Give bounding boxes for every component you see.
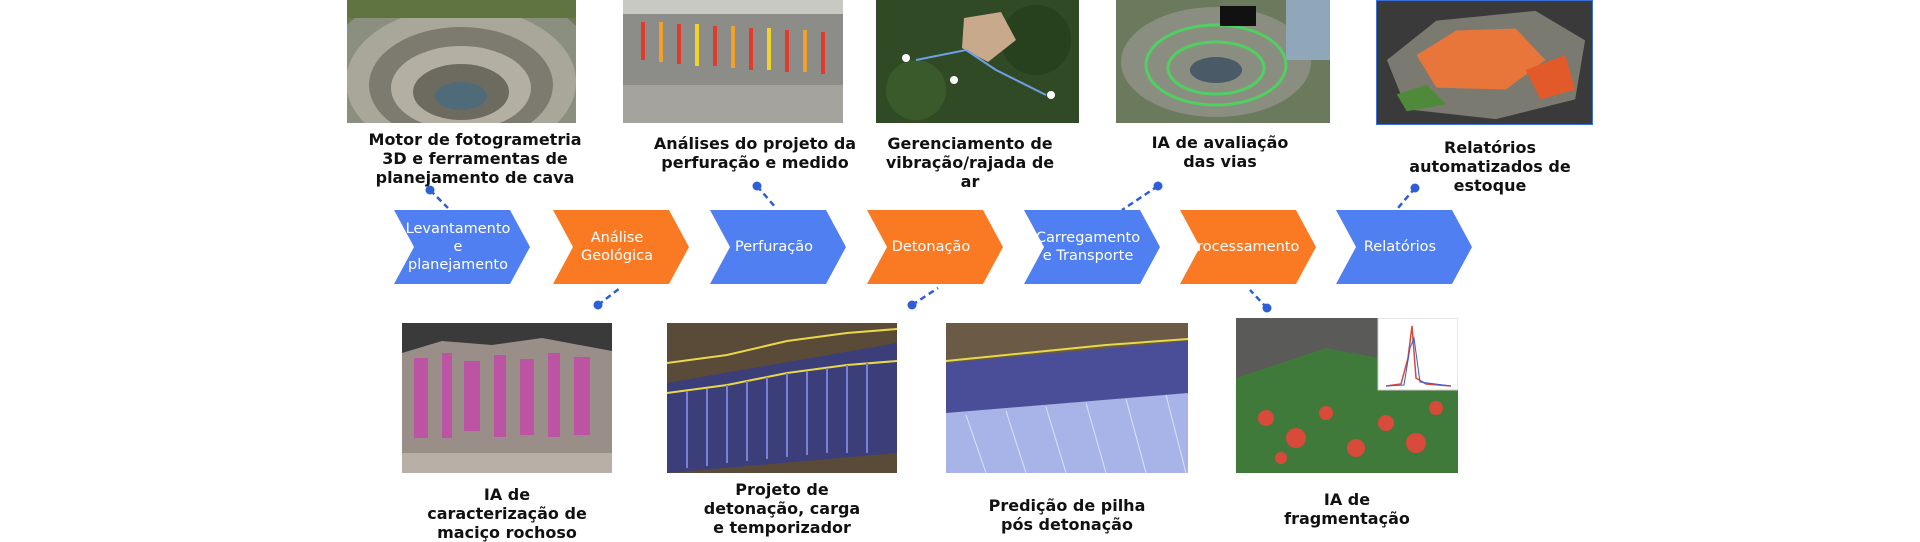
chevron-shape [1024,210,1160,284]
chevron-shape [394,210,530,284]
chevron-shape [553,210,689,284]
caption-blast-design: Projeto de detonação, carga e temporizad… [703,480,861,537]
fragmentation-photo [1236,318,1458,473]
drill-holes-photo [623,0,843,123]
stage-drilling: Perfuração [710,210,846,284]
stage-label: Carregamento e Transporte [1035,230,1141,264]
haul-roads-photo [1116,0,1330,123]
chevron-shape [710,210,846,284]
stage-label: Relatórios [1363,239,1437,255]
caption-muckpile: Predição de pilha pós detonação [988,496,1146,534]
connector-line-top [1121,184,1159,212]
caption-vibration: Gerenciamento de vibração/rajada de ar [885,134,1055,191]
connector-line-bottom [911,286,939,307]
caption-stock-reports: Relatórios automatizados de estoque [1409,138,1571,195]
vibration-map-photo [876,0,1079,123]
muckpile-prediction-photo [946,323,1188,473]
connector-line-top [756,185,777,209]
stage-label: Análise Geológica [580,230,654,264]
open-pit-terraces-photo [347,0,576,123]
stage-label: Levantamento e planejamento [405,221,511,273]
caption-rock-mass: IA de caracterização de maciço rochoso [427,485,587,542]
connector-dot-top [752,181,762,191]
caption-road-ai: IA de avaliação das vias [1151,133,1289,171]
stage-survey-planning: Levantamento e planejamento [394,210,530,284]
connector-dot-bottom [593,300,603,310]
stage-blasting: Detonação [867,210,1003,284]
connector-dot-bottom [907,300,917,310]
connector-line-top [429,189,449,209]
caption-photogrammetry: Motor de fotogrametria 3D e ferramentas … [368,130,582,187]
stage-reports: Relatórios [1336,210,1472,284]
stage-label: Detonação [891,239,971,255]
caption-fragmentation: IA de fragmentação [1284,490,1410,528]
connector-dot-bottom [1262,303,1272,313]
connector-line-bottom [597,287,621,306]
stage-processing: Processamento [1180,210,1316,284]
stage-loading-transport: Carregamento e Transporte [1024,210,1160,284]
caption-drilling-analysis: Análises do projeto da perfuração e medi… [653,134,857,172]
rock-mass-photo [402,323,612,473]
connector-line-bottom [1249,289,1268,309]
chevron-shape [867,210,1003,284]
stage-label: Perfuração [735,239,813,255]
stage-geological-analysis: Análise Geológica [553,210,689,284]
connector-dot-top [1153,181,1163,191]
chevron-shape [1336,210,1472,284]
blast-design-photo [667,323,897,473]
stockpile-3d-photo [1376,0,1593,125]
stage-label: Processamento [1188,239,1300,255]
chevron-shape [1180,210,1316,284]
